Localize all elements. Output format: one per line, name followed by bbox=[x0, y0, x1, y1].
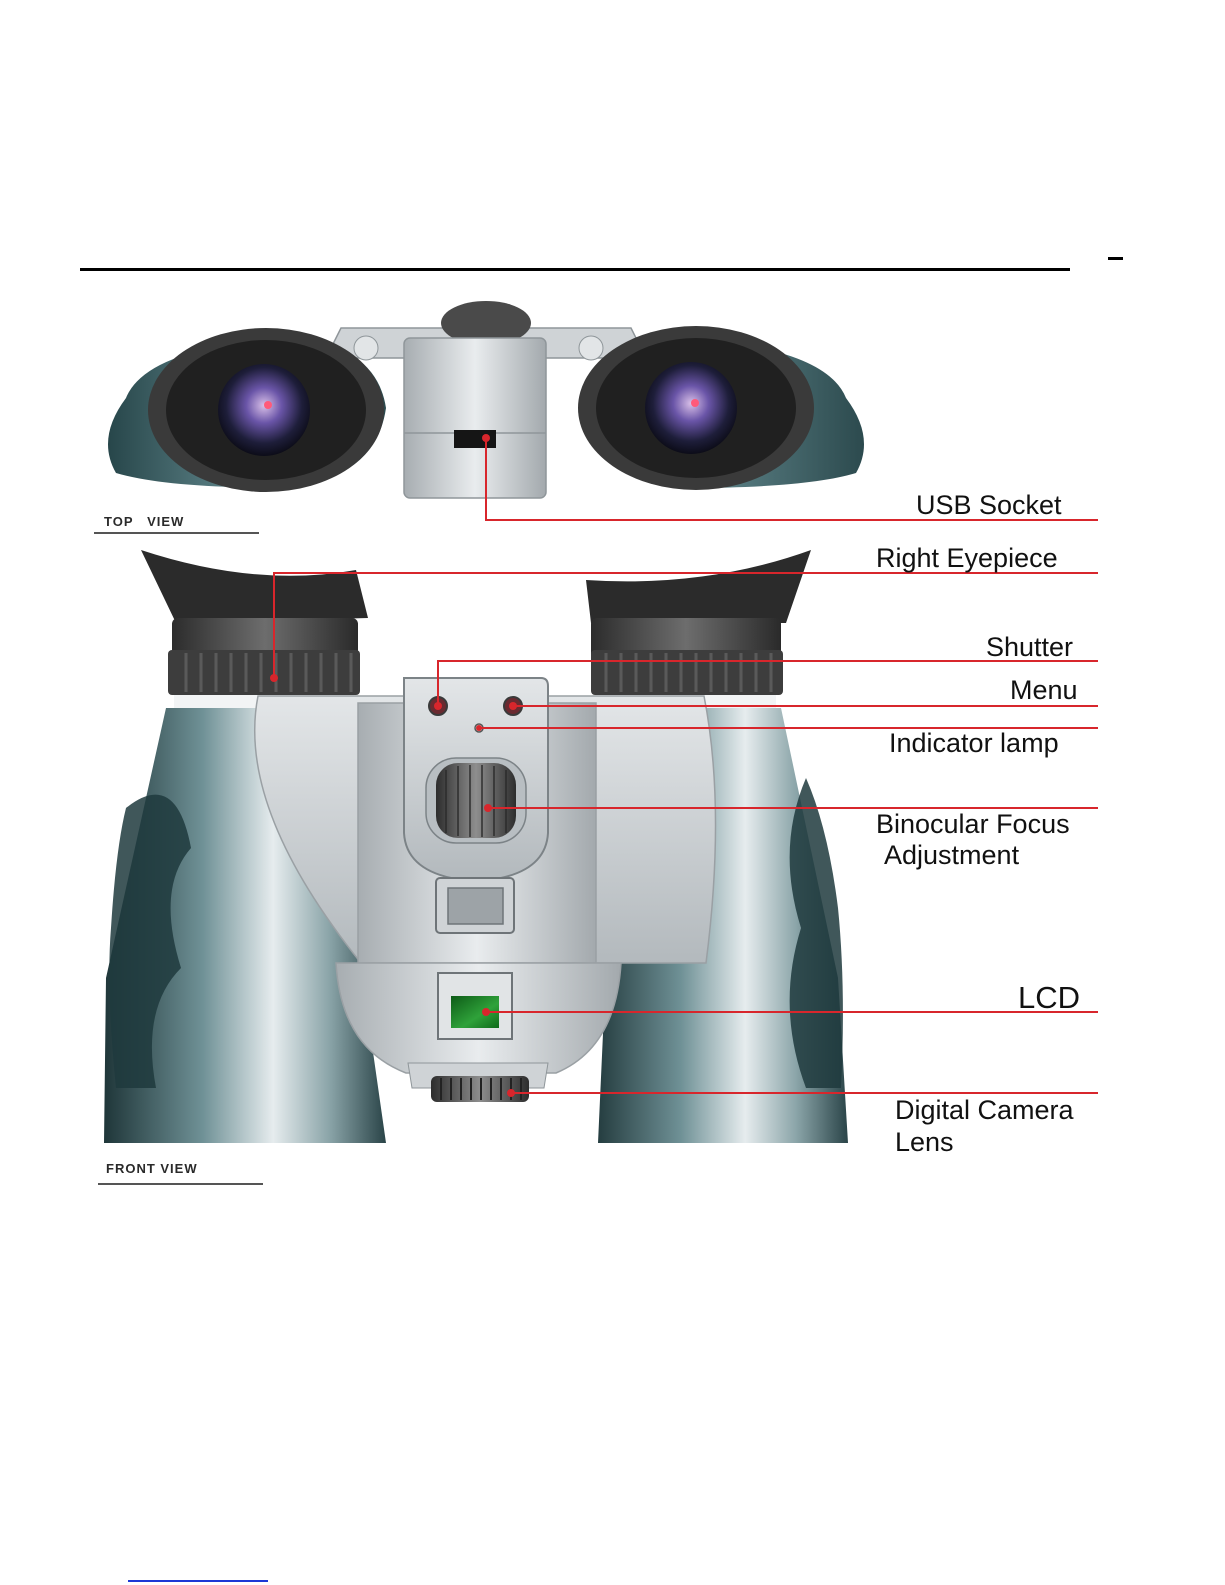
label-right-eyepiece: Right Eyepiece bbox=[876, 543, 1058, 574]
label-focus-line1: Binocular Focus bbox=[876, 809, 1070, 840]
top-view-rule bbox=[94, 532, 259, 534]
header-rule bbox=[80, 268, 1070, 271]
label-camera-lens-line2: Lens bbox=[895, 1127, 954, 1158]
footer-link-underline bbox=[128, 1580, 268, 1582]
binocular-camera-diagram: TOP VIEW FRONT VIEW USB Socket Right Eye… bbox=[86, 288, 1128, 1206]
label-usb-socket: USB Socket bbox=[916, 490, 1062, 521]
label-shutter: Shutter bbox=[986, 632, 1073, 663]
label-focus-line2: Adjustment bbox=[884, 840, 1019, 871]
header-mark bbox=[1108, 257, 1123, 260]
front-view-label: FRONT VIEW bbox=[106, 1161, 198, 1176]
label-menu: Menu bbox=[1010, 675, 1078, 706]
front-view bbox=[104, 550, 848, 1143]
front-view-rule bbox=[98, 1183, 263, 1185]
top-view-label: TOP VIEW bbox=[104, 514, 184, 529]
label-lcd: LCD bbox=[1018, 982, 1080, 1013]
label-indicator-lamp: Indicator lamp bbox=[889, 728, 1059, 759]
label-camera-lens-line1: Digital Camera bbox=[895, 1095, 1074, 1126]
